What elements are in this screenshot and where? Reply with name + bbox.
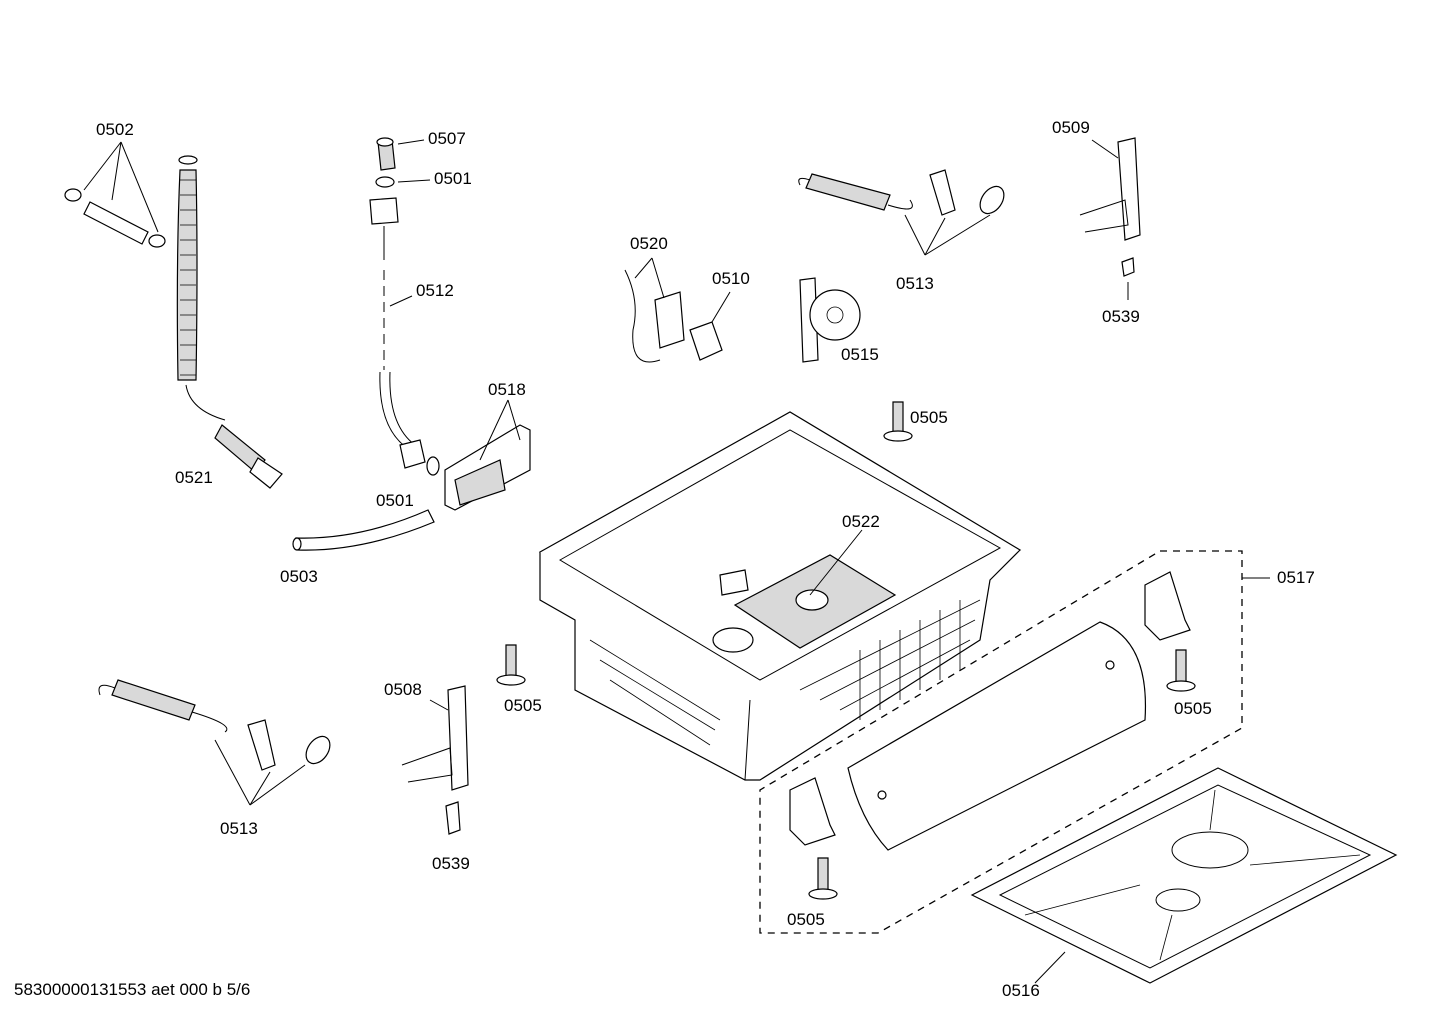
bracket-0509 xyxy=(1079,137,1141,241)
hose-clamp-set-0502 xyxy=(64,141,166,248)
foot-screw-0505-top xyxy=(883,401,913,442)
label-0517: 0517 xyxy=(1277,568,1315,587)
label-0516: 0516 xyxy=(1002,981,1040,1000)
label-0512: 0512 xyxy=(416,281,454,300)
label-0539-bottom: 0539 xyxy=(432,854,470,873)
spring-set-0513-top xyxy=(798,169,1005,256)
label-0503: 0503 xyxy=(280,567,318,586)
label-0522: 0522 xyxy=(842,512,880,531)
label-0518: 0518 xyxy=(488,380,526,399)
label-0509: 0509 xyxy=(1052,118,1090,137)
connector-0510 xyxy=(689,291,731,361)
valve-assembly-0518 xyxy=(444,399,531,511)
inlet-hose-0512 xyxy=(369,137,440,476)
document-footer-id: 58300000131553 aet 000 b 5/6 xyxy=(14,980,251,999)
drain-hose-0521 xyxy=(176,155,283,489)
label-0539-top: 0539 xyxy=(1102,307,1140,326)
base-plate-0516 xyxy=(970,767,1398,984)
label-0501-bottom: 0501 xyxy=(376,491,414,510)
group-0517 xyxy=(759,550,1270,934)
label-0505-top: 0505 xyxy=(910,408,948,427)
hose-0503 xyxy=(292,509,435,551)
base-tub xyxy=(538,411,1022,781)
cable-0520 xyxy=(624,257,685,363)
foot-screw-0505-mid xyxy=(496,644,526,686)
label-0520: 0520 xyxy=(630,234,668,253)
label-0515: 0515 xyxy=(841,345,879,364)
label-0507: 0507 xyxy=(428,129,466,148)
label-0502: 0502 xyxy=(96,120,134,139)
spring-set-0513-bottom xyxy=(98,679,331,806)
label-0513-top: 0513 xyxy=(896,274,934,293)
label-0505-bottom: 0505 xyxy=(787,910,825,929)
clip-0539-right xyxy=(1121,257,1135,300)
label-0501-top: 0501 xyxy=(434,169,472,188)
label-0505-right: 0505 xyxy=(1174,699,1212,718)
label-0513-bottom: 0513 xyxy=(220,819,258,838)
label-0510: 0510 xyxy=(712,269,750,288)
clip-0539-bottom xyxy=(445,801,461,835)
bracket-0508 xyxy=(401,685,469,791)
pump-0515 xyxy=(799,277,861,363)
label-0508: 0508 xyxy=(384,680,422,699)
label-0505-mid: 0505 xyxy=(504,696,542,715)
label-0521: 0521 xyxy=(175,468,213,487)
